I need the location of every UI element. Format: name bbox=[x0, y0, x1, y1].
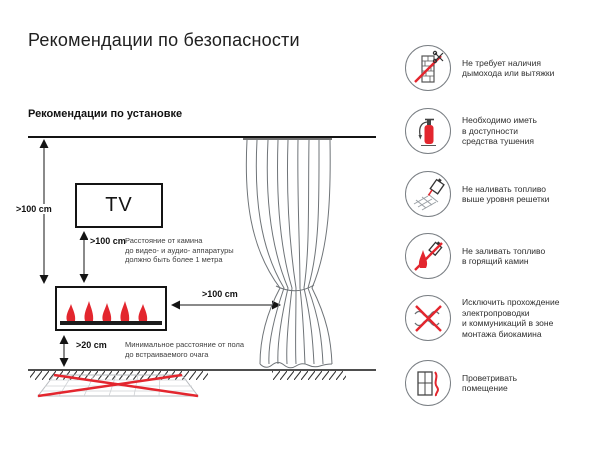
safety-item-extinguisher: Необходимо иметь в доступности средства … bbox=[405, 108, 600, 154]
page-title: Рекомендации по безопасности bbox=[28, 30, 300, 50]
curtain-tie bbox=[275, 284, 315, 292]
fuel-grate-level-icon bbox=[405, 171, 451, 217]
tv-label: TV bbox=[105, 194, 133, 216]
floor-fireplace-distance-label: >20 cm bbox=[74, 340, 109, 350]
fire-extinguisher-icon bbox=[405, 108, 451, 154]
fireplace-box bbox=[55, 286, 167, 331]
ceiling-fireplace-distance-label: >100 cm bbox=[14, 204, 54, 214]
safety-item-no-chimney: Не требует наличия дымохода или вытяжки bbox=[405, 45, 600, 91]
safety-item-text: Необходимо иметь в доступности средства … bbox=[462, 115, 537, 147]
installation-section-title: Рекомендации по установке bbox=[28, 108, 183, 120]
floor-distance-note: Минимальное расстояние от пола до встраи… bbox=[125, 340, 245, 359]
curtain-hem bbox=[259, 362, 333, 369]
prohibition-line bbox=[414, 242, 443, 271]
floor-hatching-right bbox=[272, 371, 346, 380]
tv-box: TV bbox=[75, 183, 163, 228]
ventilate-room-icon bbox=[405, 360, 451, 406]
safety-item-text: Проветривать помещение bbox=[462, 372, 518, 394]
safety-item-text: Исключить прохождение электропроводки и … bbox=[462, 297, 560, 339]
tv-fireplace-distance-label: >100 cm bbox=[88, 236, 128, 246]
no-chimney-icon bbox=[405, 45, 451, 91]
safety-item-text: Не наливать топливо выше уровня решетки bbox=[462, 183, 550, 205]
curtain bbox=[243, 138, 333, 369]
safety-item-text: Не заливать топливо в горящий камин bbox=[462, 245, 546, 267]
safety-item-no-refuel: Не заливать топливо в горящий камин bbox=[405, 233, 600, 279]
safety-item-fuel-level: Не наливать топливо выше уровня решетки bbox=[405, 171, 600, 217]
safety-item-ventilation: Проветривать помещение bbox=[405, 360, 600, 406]
fuel-stream bbox=[427, 189, 433, 196]
no-electrical-wiring-icon bbox=[405, 295, 451, 341]
prohibition-cross bbox=[415, 305, 442, 332]
tv-distance-note: Расстояние от камина до видео- и аудио- … bbox=[125, 236, 234, 264]
curtain-wave bbox=[434, 371, 439, 397]
no-refuel-burning-icon bbox=[405, 233, 451, 279]
burner-strip bbox=[60, 321, 162, 325]
safety-item-text: Не требует наличия дымохода или вытяжки bbox=[462, 57, 555, 79]
fireplace-flames bbox=[60, 301, 162, 325]
safety-item-no-wiring: Исключить прохождение электропроводки и … bbox=[405, 295, 600, 341]
scissors-icon bbox=[432, 50, 444, 64]
installation-diagram bbox=[28, 136, 376, 398]
rug bbox=[36, 373, 200, 398]
rug-prohibition-cross bbox=[37, 373, 199, 398]
fireplace-curtain-distance-label: >100 cm bbox=[200, 289, 240, 299]
